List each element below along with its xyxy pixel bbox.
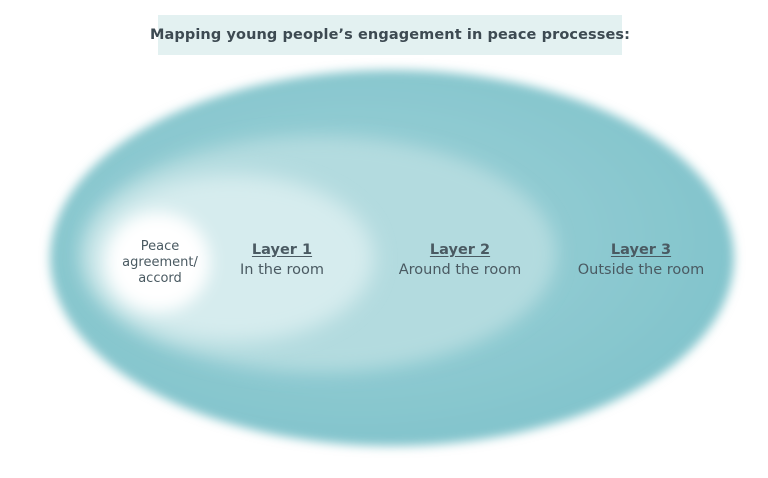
layer-3-label: Layer 3 Outside the room [566, 240, 716, 280]
layer-3-subtitle: Outside the room [577, 262, 705, 278]
core-ellipse [106, 212, 210, 312]
core-label-line-1: Peace [140, 239, 180, 254]
title-banner: Mapping young people’s engagement in pea… [150, 15, 630, 55]
core-label-line-2: agreement/ [122, 255, 198, 270]
layer-3-title: Layer 3 [610, 242, 672, 258]
layer-2-label: Layer 2 Around the room [385, 240, 535, 280]
layer-1-label: Layer 1 In the room [222, 240, 342, 280]
layer-2-title: Layer 2 [429, 242, 491, 258]
layer-2-subtitle: Around the room [398, 262, 522, 278]
core-label-line-3: accord [138, 271, 182, 286]
layer-1-subtitle: In the room [240, 262, 324, 278]
core-label: Peace agreement/ accord [110, 239, 210, 287]
diagram-title: Mapping young people’s engagement in pea… [149, 27, 631, 43]
layer-1-title: Layer 1 [251, 242, 313, 258]
